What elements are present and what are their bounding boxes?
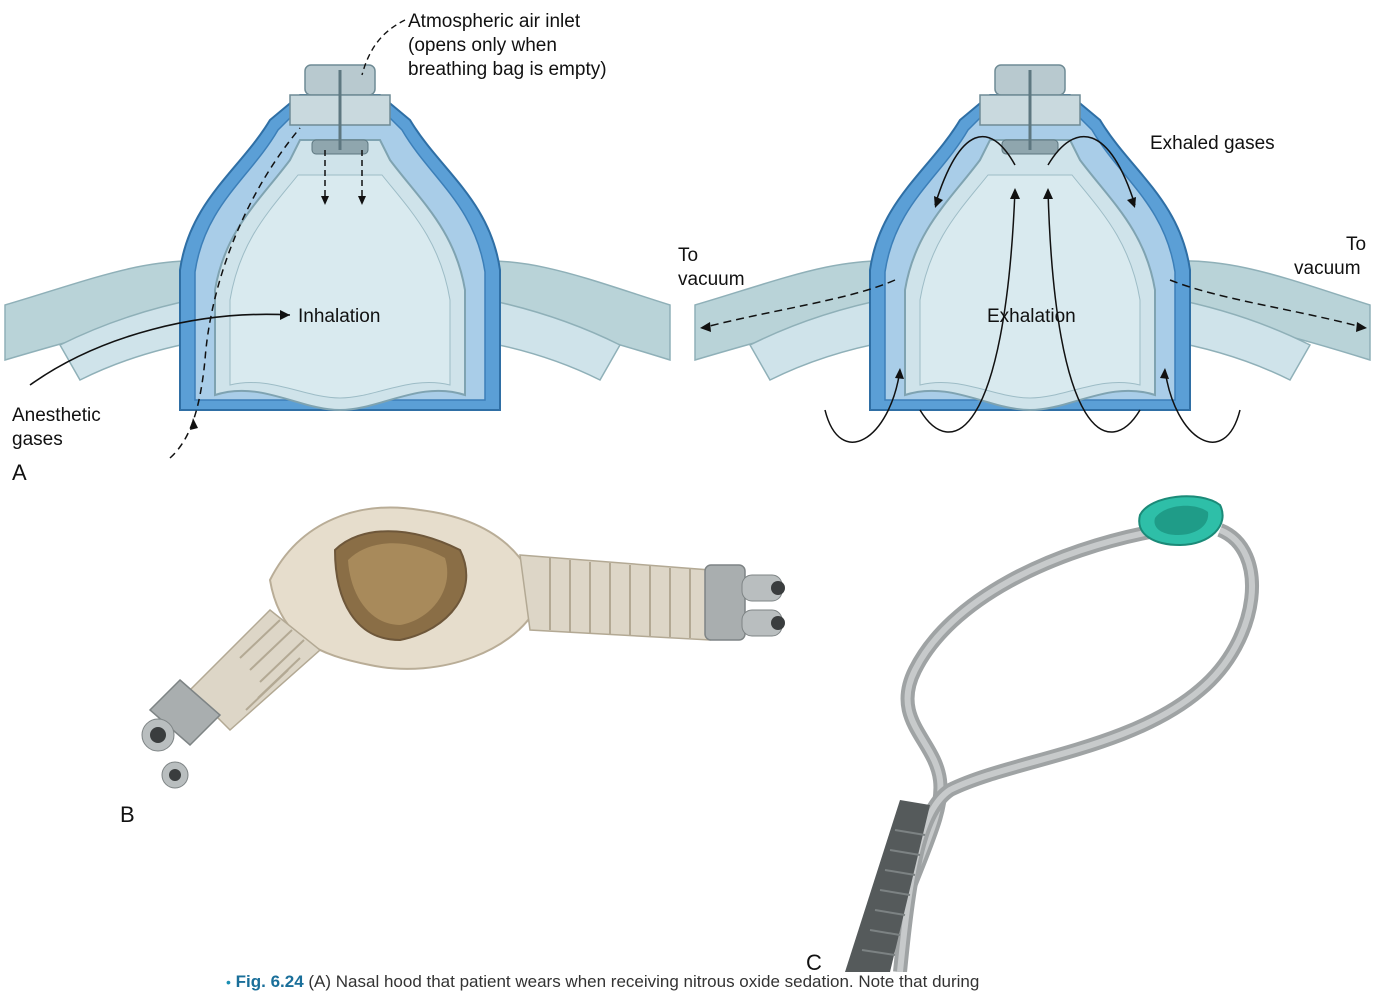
vacuum-left-label-line1: To [678,245,699,266]
diagram-exhalation: Exhaled gases Exhalation To vacuum To va… [678,0,1380,490]
inhalation-label: Inhalation [298,306,381,327]
panel-letter-b: B [120,802,135,827]
photo-nasal-hood-b: B [120,480,800,840]
panel-letter-c: C [806,950,822,975]
air-inlet-label-line2: (opens only when [408,35,557,56]
inhalation-hood-illustration [4,19,671,459]
vacuum-left-label-line2: vacuum [678,269,745,290]
panel-letter-a: A [12,460,27,485]
exhalation-label: Exhalation [987,306,1076,327]
vacuum-right-label-line2: vacuum [1294,258,1361,279]
photo-nasal-hood-c: C [800,490,1360,975]
vacuum-right-label-line1: To [1346,234,1367,255]
caption-text: (A) Nasal hood that patient wears when r… [303,972,980,991]
air-inlet-label-line1: Atmospheric air inlet [408,11,581,32]
gray-tubing-nosepiece-image [845,495,1259,972]
diagram-inhalation: Atmospheric air inlet (opens only when b… [0,0,680,490]
figure-caption: • Fig. 6.24 (A) Nasal hood that patient … [226,972,1356,992]
exhaled-gases-label: Exhaled gases [1150,133,1275,154]
beige-nasal-hood-image [141,506,785,789]
air-inlet-label-line3: breathing bag is empty) [408,59,607,80]
anesthetic-gases-label-line2: gases [12,429,63,450]
caption-bullet: • [226,974,231,990]
anesthetic-gases-label-line1: Anesthetic [12,405,101,426]
exhalation-hood-illustration [694,64,1371,443]
caption-figure-number: Fig. 6.24 [235,972,304,991]
